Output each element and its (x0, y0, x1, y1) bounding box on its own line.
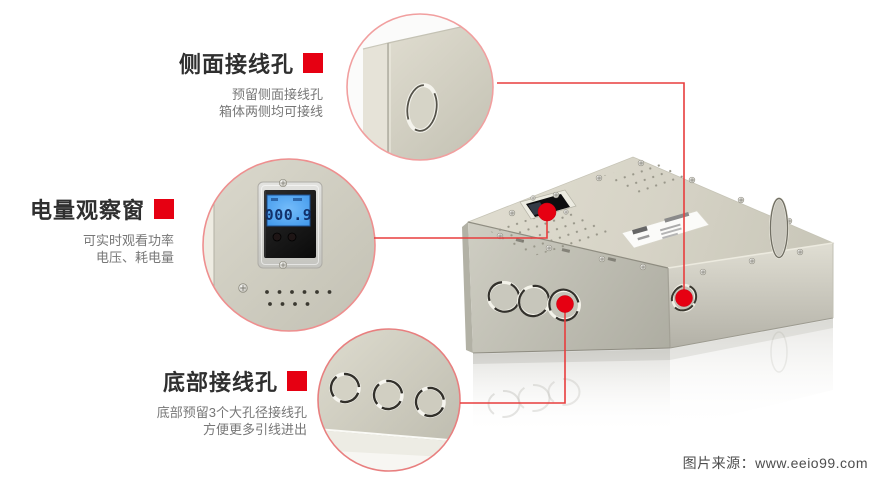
top-vent-dots-back (598, 162, 694, 193)
connector-side (497, 82, 685, 298)
zoom-circle-meter-border (202, 158, 376, 332)
dot-bottom-hole (556, 295, 574, 313)
product-label (621, 210, 710, 249)
box-right-bottom-edge (669, 317, 834, 349)
zoom-circle-meter: 000.9 (202, 158, 376, 332)
panel-vent-holes (265, 290, 332, 306)
callout-side-title: 侧面接线孔 (178, 52, 294, 77)
red-square-marker (287, 371, 307, 391)
zoom-circle-side (346, 13, 494, 161)
callout-meter-desc-line1: 可实时观看功率 (82, 233, 174, 248)
top-vent-dots-front (488, 208, 612, 257)
meter-button-left (272, 232, 282, 242)
box-front-face (468, 222, 670, 353)
callout-side-desc-line2: 箱体两侧均可接线 (218, 104, 323, 119)
box-right-face (668, 243, 833, 348)
meter-display-value: 000.9 (265, 206, 313, 224)
callout-bottom-desc-line2: 方便更多引线进出 (202, 422, 307, 437)
side-oval-knockout-detail (405, 83, 439, 133)
dot-side-hole (675, 289, 693, 307)
power-meter: 000.9 (257, 178, 323, 270)
box-left-edge-face (462, 222, 473, 353)
red-square-marker (154, 199, 174, 219)
lcd-screen: 000.9 (265, 194, 313, 227)
connector-bottom (460, 304, 566, 404)
callout-bottom-title: 底部接线孔 (162, 370, 278, 395)
callout-side-desc-line1: 预留侧面接线孔 (231, 87, 323, 102)
callout-bottom-desc-line1: 底部预留3个大孔径接线孔 (156, 405, 307, 420)
meter-button-right (287, 232, 297, 242)
zoom-circle-side-border (346, 13, 494, 161)
bottom-knockouts-detail (329, 372, 446, 418)
callout-side-holes: 侧面接线孔 预留侧面接线孔 箱体两侧均可接线 (179, 47, 323, 120)
connector-endpoint-dots (537, 202, 693, 313)
enclosure-box (462, 156, 835, 436)
box-ridge-highlight (667, 242, 834, 269)
box-front-bottom-edge (472, 347, 671, 354)
callout-meter-window: 电量观察窗 可实时观看功率 电压、耗电量 (30, 193, 174, 266)
floor-reflection (473, 319, 833, 436)
zoom-circle-bottom (317, 328, 461, 472)
callout-meter-title: 电量观察窗 (29, 198, 145, 223)
image-source-watermark: 图片来源：www.eeio99.com (682, 455, 868, 471)
callout-bottom-holes: 底部接线孔 底部预留3个大孔径接线孔 方便更多引线进出 (157, 365, 307, 438)
front-seam-slots (515, 238, 617, 262)
right-face-oval-slot (769, 197, 789, 259)
callout-meter-desc-line2: 电压、耗电量 (95, 250, 174, 265)
zoom-circle-bottom-border (317, 328, 461, 472)
box-corner-edge (667, 267, 671, 349)
dot-meter-window (537, 202, 557, 222)
red-square-marker (303, 53, 323, 73)
